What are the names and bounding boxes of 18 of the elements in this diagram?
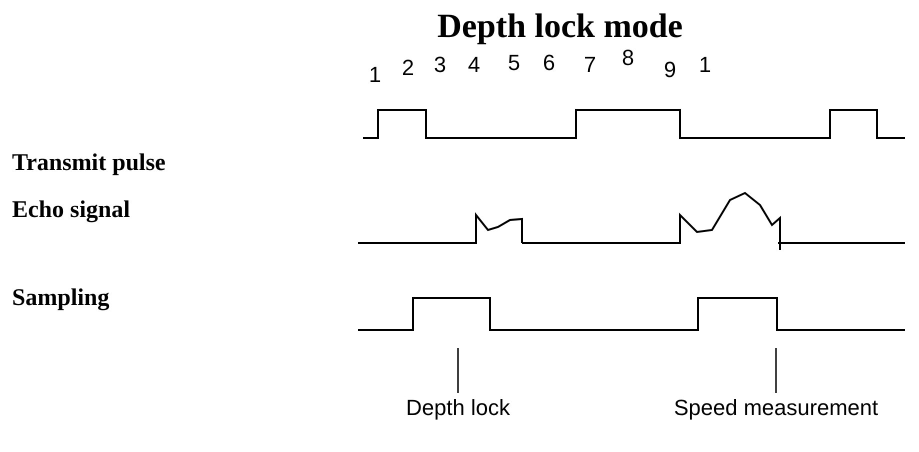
phase-number: 7 (584, 52, 596, 78)
phase-number: 3 (434, 52, 446, 78)
phase-number: 1 (368, 62, 382, 88)
phase-number: 1 (698, 52, 712, 78)
phase-number: 5 (508, 50, 520, 76)
annotation-text: Depth lock (406, 395, 510, 421)
signal-label: Transmit pulse (12, 150, 166, 177)
diagram-title: Depth lock mode (437, 8, 683, 46)
phase-number: 4 (468, 52, 480, 78)
signal-label: Echo signal (12, 197, 130, 224)
phase-number: 8 (622, 45, 634, 71)
annotation-text: Speed measurement (674, 395, 878, 421)
phase-number: 9 (664, 57, 676, 83)
leader-line (775, 348, 777, 393)
signal-label: Sampling (12, 285, 110, 312)
leader-line (457, 348, 459, 393)
phase-number: 2 (402, 55, 414, 81)
phase-number: 6 (542, 50, 556, 76)
